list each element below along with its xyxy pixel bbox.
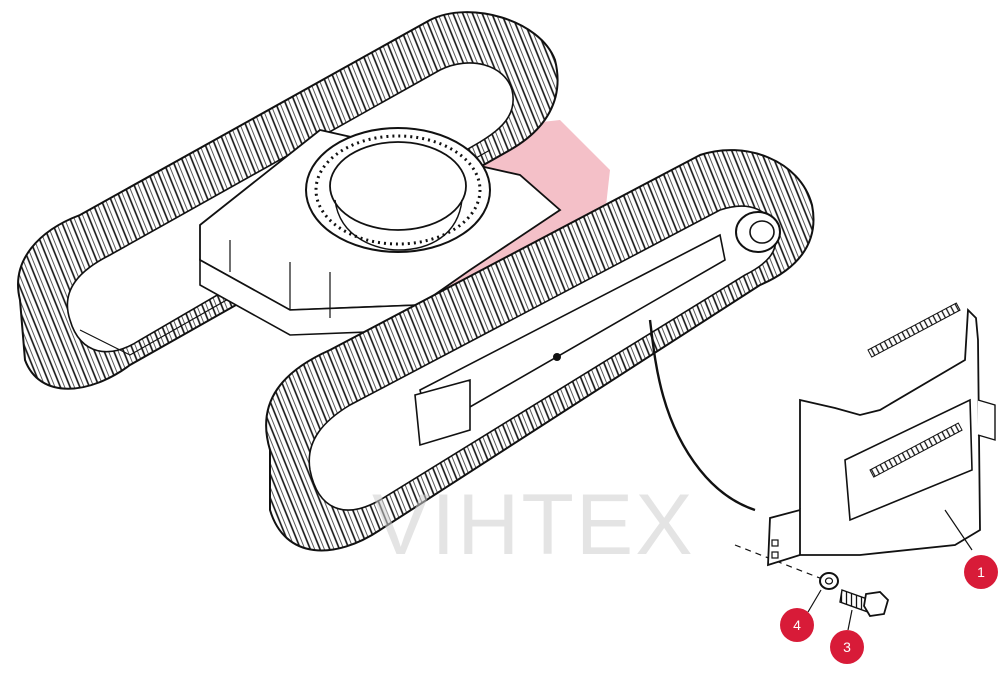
watermark-text: VIHTEX xyxy=(372,477,695,573)
washer xyxy=(807,572,839,613)
leader-line xyxy=(648,319,756,512)
dash-line xyxy=(734,544,831,583)
right-track xyxy=(265,149,815,552)
slewing-ring xyxy=(305,127,491,253)
track-guard xyxy=(767,302,996,567)
callout-4[interactable]: 4 xyxy=(780,608,814,642)
callout-3[interactable]: 3 xyxy=(830,630,864,664)
hex-bolt xyxy=(839,589,890,631)
callout-1[interactable]: 1 xyxy=(964,555,998,589)
